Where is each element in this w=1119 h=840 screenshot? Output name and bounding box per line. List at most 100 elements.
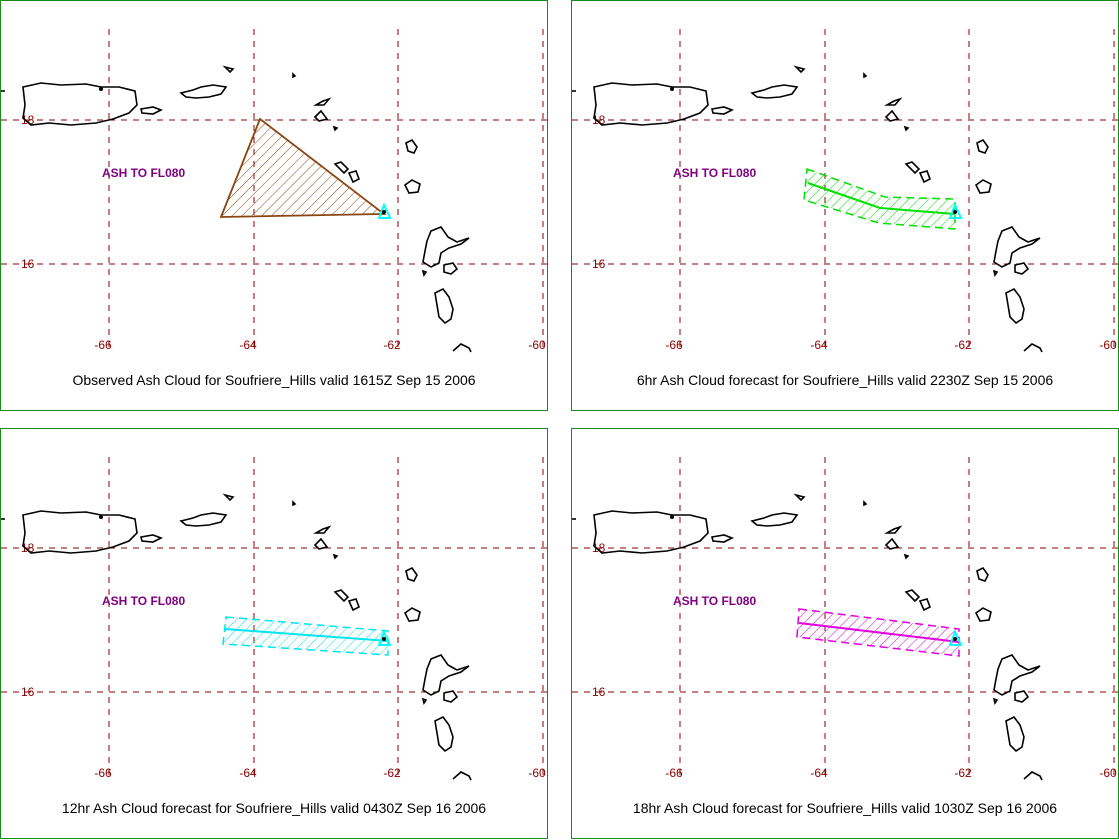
volcano-icon xyxy=(377,202,392,219)
vieques-outline xyxy=(711,106,734,115)
panel-caption: 18hr Ash Cloud forecast for Soufriere_Hi… xyxy=(632,800,1058,816)
volcano-dot xyxy=(382,210,386,214)
ash-cloud-polygon xyxy=(219,117,387,218)
volcano-icon xyxy=(377,629,392,646)
vieques-outline xyxy=(140,534,163,543)
desirade-dot xyxy=(992,697,999,705)
longitude-tick-label: -64 xyxy=(810,766,828,780)
barbuda-outline xyxy=(405,138,418,154)
st-martin-outline xyxy=(884,537,900,550)
longitude-tick-label: -62 xyxy=(383,338,401,352)
sombrero-dot xyxy=(292,500,297,507)
martinique-tip xyxy=(1023,771,1043,781)
nevis-outline xyxy=(918,598,932,612)
anegada-outline xyxy=(222,65,235,74)
dominica-outline xyxy=(1005,287,1025,325)
st-kitts-outline xyxy=(904,161,921,175)
volcano-icon xyxy=(948,629,963,646)
guadeloupe-outline xyxy=(422,226,470,268)
volcano-icon xyxy=(948,202,963,219)
marie-galante-outline xyxy=(1014,690,1030,703)
ash-trajectory-line xyxy=(807,182,956,215)
coastlines xyxy=(572,493,1043,781)
longitude-tick-label: -60 xyxy=(1099,766,1117,780)
antigua-outline xyxy=(403,179,421,194)
st-martin-outline xyxy=(884,109,900,122)
desirade-dot xyxy=(421,697,428,705)
latitude-tick-label: 18 xyxy=(21,113,35,127)
latitude-tick-label: 16 xyxy=(592,685,606,699)
dominica-outline xyxy=(434,287,454,325)
antigua-outline xyxy=(403,607,421,622)
vieques-outline xyxy=(711,534,734,543)
ash-cloud-band xyxy=(222,616,389,656)
volcano-dot xyxy=(953,210,957,214)
panel-caption: Observed Ash Cloud for Soufriere_Hills v… xyxy=(72,372,476,388)
ash-height-label: ASH TO FL080 xyxy=(102,594,185,608)
san-juan-dot xyxy=(670,515,674,519)
anegada-outline xyxy=(793,493,806,502)
puerto-rico-outline xyxy=(593,510,709,554)
st-martin-outline xyxy=(313,109,329,122)
latitude-tick-label: 16 xyxy=(592,257,606,271)
st-kitts-outline xyxy=(333,161,350,175)
anegada-outline xyxy=(793,65,806,74)
ash-trajectory-line xyxy=(224,628,389,642)
dominica-outline xyxy=(434,715,454,753)
barbuda-outline xyxy=(405,566,418,582)
st-barts-dot xyxy=(903,553,910,560)
nevis-outline xyxy=(347,598,361,612)
virgin-islands-outline xyxy=(750,512,799,527)
st-barts-dot xyxy=(332,125,339,132)
dominica-outline xyxy=(1005,715,1025,753)
longitude-tick-label: -66 xyxy=(665,338,683,352)
longitude-tick-label: -60 xyxy=(528,766,546,780)
guadeloupe-outline xyxy=(993,654,1041,696)
longitude-tick-label: -60 xyxy=(1099,338,1117,352)
ash-trajectory-line xyxy=(798,622,960,643)
martinique-tip xyxy=(452,343,472,353)
latitude-tick-label: 18 xyxy=(21,541,35,555)
st-barts-dot xyxy=(332,553,339,560)
anegada-outline xyxy=(222,493,235,502)
longitude-tick-label: -64 xyxy=(810,338,828,352)
martinique-tip xyxy=(452,771,472,781)
longitude-tick-label: -62 xyxy=(954,766,972,780)
anguilla-outline xyxy=(312,97,332,106)
guadeloupe-outline xyxy=(422,654,470,696)
coastlines xyxy=(572,65,1043,353)
sombrero-dot xyxy=(863,72,868,79)
marie-galante-outline xyxy=(443,690,459,703)
vieques-outline xyxy=(140,106,163,115)
desirade-dot xyxy=(992,269,999,277)
longitude-tick-label: -66 xyxy=(94,338,112,352)
longitude-tick-label: -66 xyxy=(94,766,112,780)
longitude-tick-label: -62 xyxy=(954,338,972,352)
barbuda-outline xyxy=(976,138,989,154)
antigua-outline xyxy=(974,607,992,622)
latitude-tick-label: 16 xyxy=(21,685,35,699)
ash-height-label: ASH TO FL080 xyxy=(102,166,185,180)
san-juan-dot xyxy=(670,87,674,91)
volcano-dot xyxy=(382,637,386,641)
puerto-rico-outline xyxy=(593,82,709,126)
panel-caption: 12hr Ash Cloud forecast for Soufriere_Hi… xyxy=(61,800,487,816)
martinique-tip xyxy=(1023,343,1043,353)
virgin-islands-outline xyxy=(179,512,228,527)
graticule xyxy=(572,457,1119,777)
graticule xyxy=(1,29,549,349)
graticule xyxy=(1,457,549,777)
longitude-tick-label: -64 xyxy=(239,338,257,352)
puerto-rico-outline xyxy=(22,510,138,554)
coastlines xyxy=(1,493,472,781)
latitude-tick-label: 18 xyxy=(592,541,606,555)
st-martin-outline xyxy=(313,537,329,550)
ash-height-label: ASH TO FL080 xyxy=(673,166,756,180)
